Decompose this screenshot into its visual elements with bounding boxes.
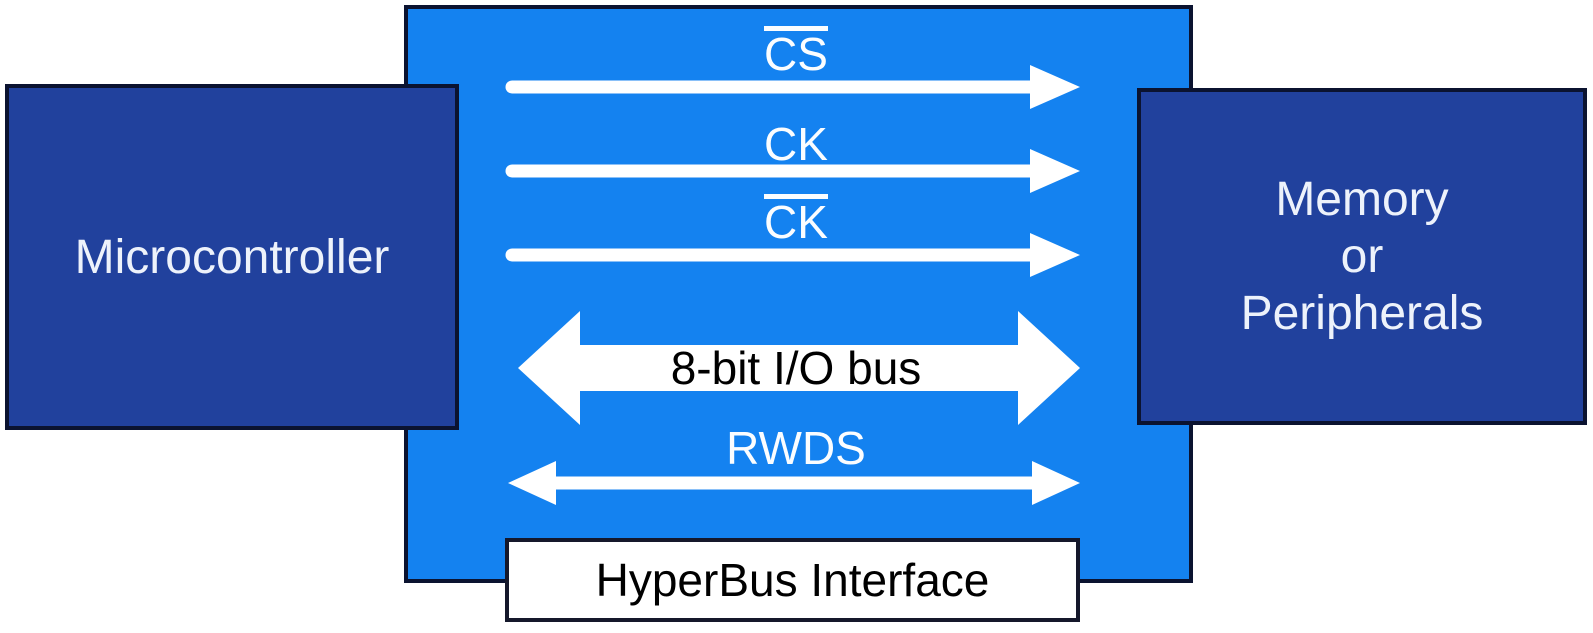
rwds-arrow bbox=[508, 461, 1080, 505]
hyperbus-interface-box: HyperBus Interface bbox=[505, 538, 1080, 622]
ck-arrow bbox=[505, 149, 1080, 193]
ck-n-overline-text: CK bbox=[764, 194, 828, 248]
rwds-text: RWDS bbox=[726, 422, 866, 474]
cs-overline-text: CS bbox=[764, 26, 828, 80]
io-bus-arrow bbox=[518, 311, 1080, 425]
ck-n-arrow bbox=[505, 233, 1080, 277]
microcontroller-label: Microcontroller bbox=[74, 230, 390, 284]
signal-label-cs: CS bbox=[512, 26, 1080, 78]
signal-label-io-bus: 8-bit I/O bus bbox=[512, 344, 1080, 392]
microcontroller-block: Microcontroller bbox=[5, 84, 459, 430]
signal-label-ck-n: CK bbox=[512, 194, 1080, 246]
signal-label-rwds: RWDS bbox=[512, 424, 1080, 472]
io-bus-text: 8-bit I/O bus bbox=[670, 342, 922, 394]
memory-peripherals-block: Memory or Peripherals bbox=[1137, 88, 1587, 425]
hyperbus-interface-label: HyperBus Interface bbox=[595, 554, 990, 606]
memory-peripherals-label: Memory or Peripherals bbox=[1240, 173, 1484, 340]
signal-label-ck: CK bbox=[512, 120, 1080, 168]
ck-text: CK bbox=[764, 118, 828, 170]
cs-arrow bbox=[505, 65, 1080, 109]
